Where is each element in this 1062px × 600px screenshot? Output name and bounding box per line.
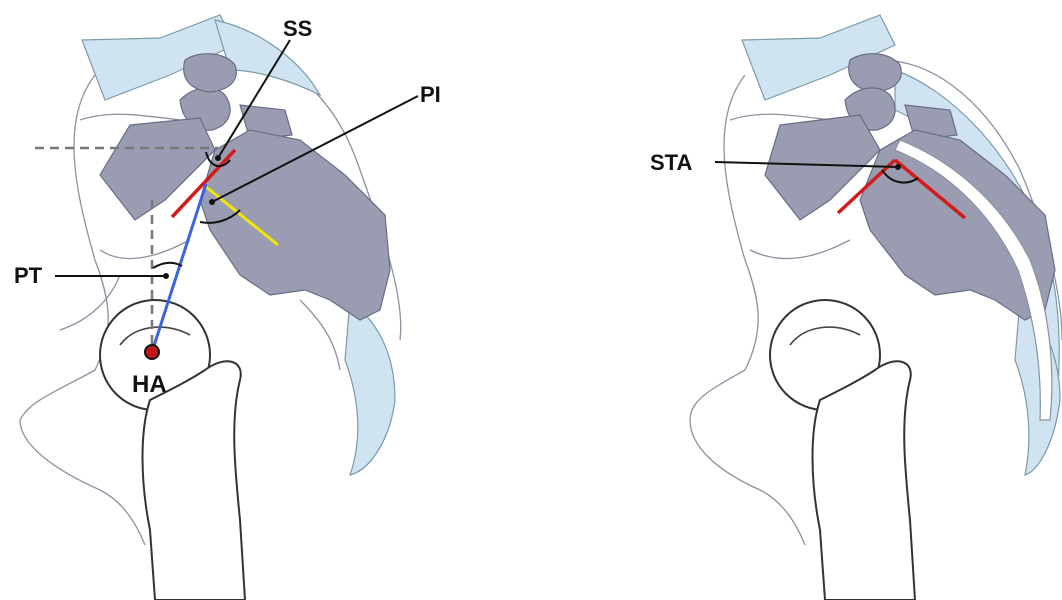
right-pelvis-panel: STA	[650, 15, 1062, 600]
left-l5-vertebra	[100, 118, 215, 220]
left-pelvis-panel: SS PI PT HA	[14, 15, 441, 600]
right-l3-vertebra	[849, 54, 902, 92]
left-coccyx-cartilage	[345, 300, 395, 475]
sta-label: STA	[650, 150, 692, 175]
ss-leader-dot	[215, 155, 221, 161]
right-iliac-line	[750, 240, 850, 259]
pt-angle-arc	[153, 263, 182, 268]
sta-leader-dot	[895, 164, 901, 170]
pt-leader-dot	[163, 273, 169, 279]
left-sacrum-edge	[300, 300, 340, 370]
right-crest-line	[730, 114, 830, 120]
left-iliac-line	[100, 240, 190, 259]
ha-label: HA	[132, 371, 167, 398]
right-femoral-shaft	[813, 361, 916, 600]
pt-label: PT	[14, 263, 43, 288]
ss-label: SS	[283, 16, 312, 41]
pi-label: PI	[420, 82, 441, 107]
hip-axis-point	[145, 345, 159, 359]
pi-leader-dot	[209, 199, 215, 205]
left-crest-line	[80, 114, 180, 120]
left-l3-vertebra	[184, 54, 237, 92]
